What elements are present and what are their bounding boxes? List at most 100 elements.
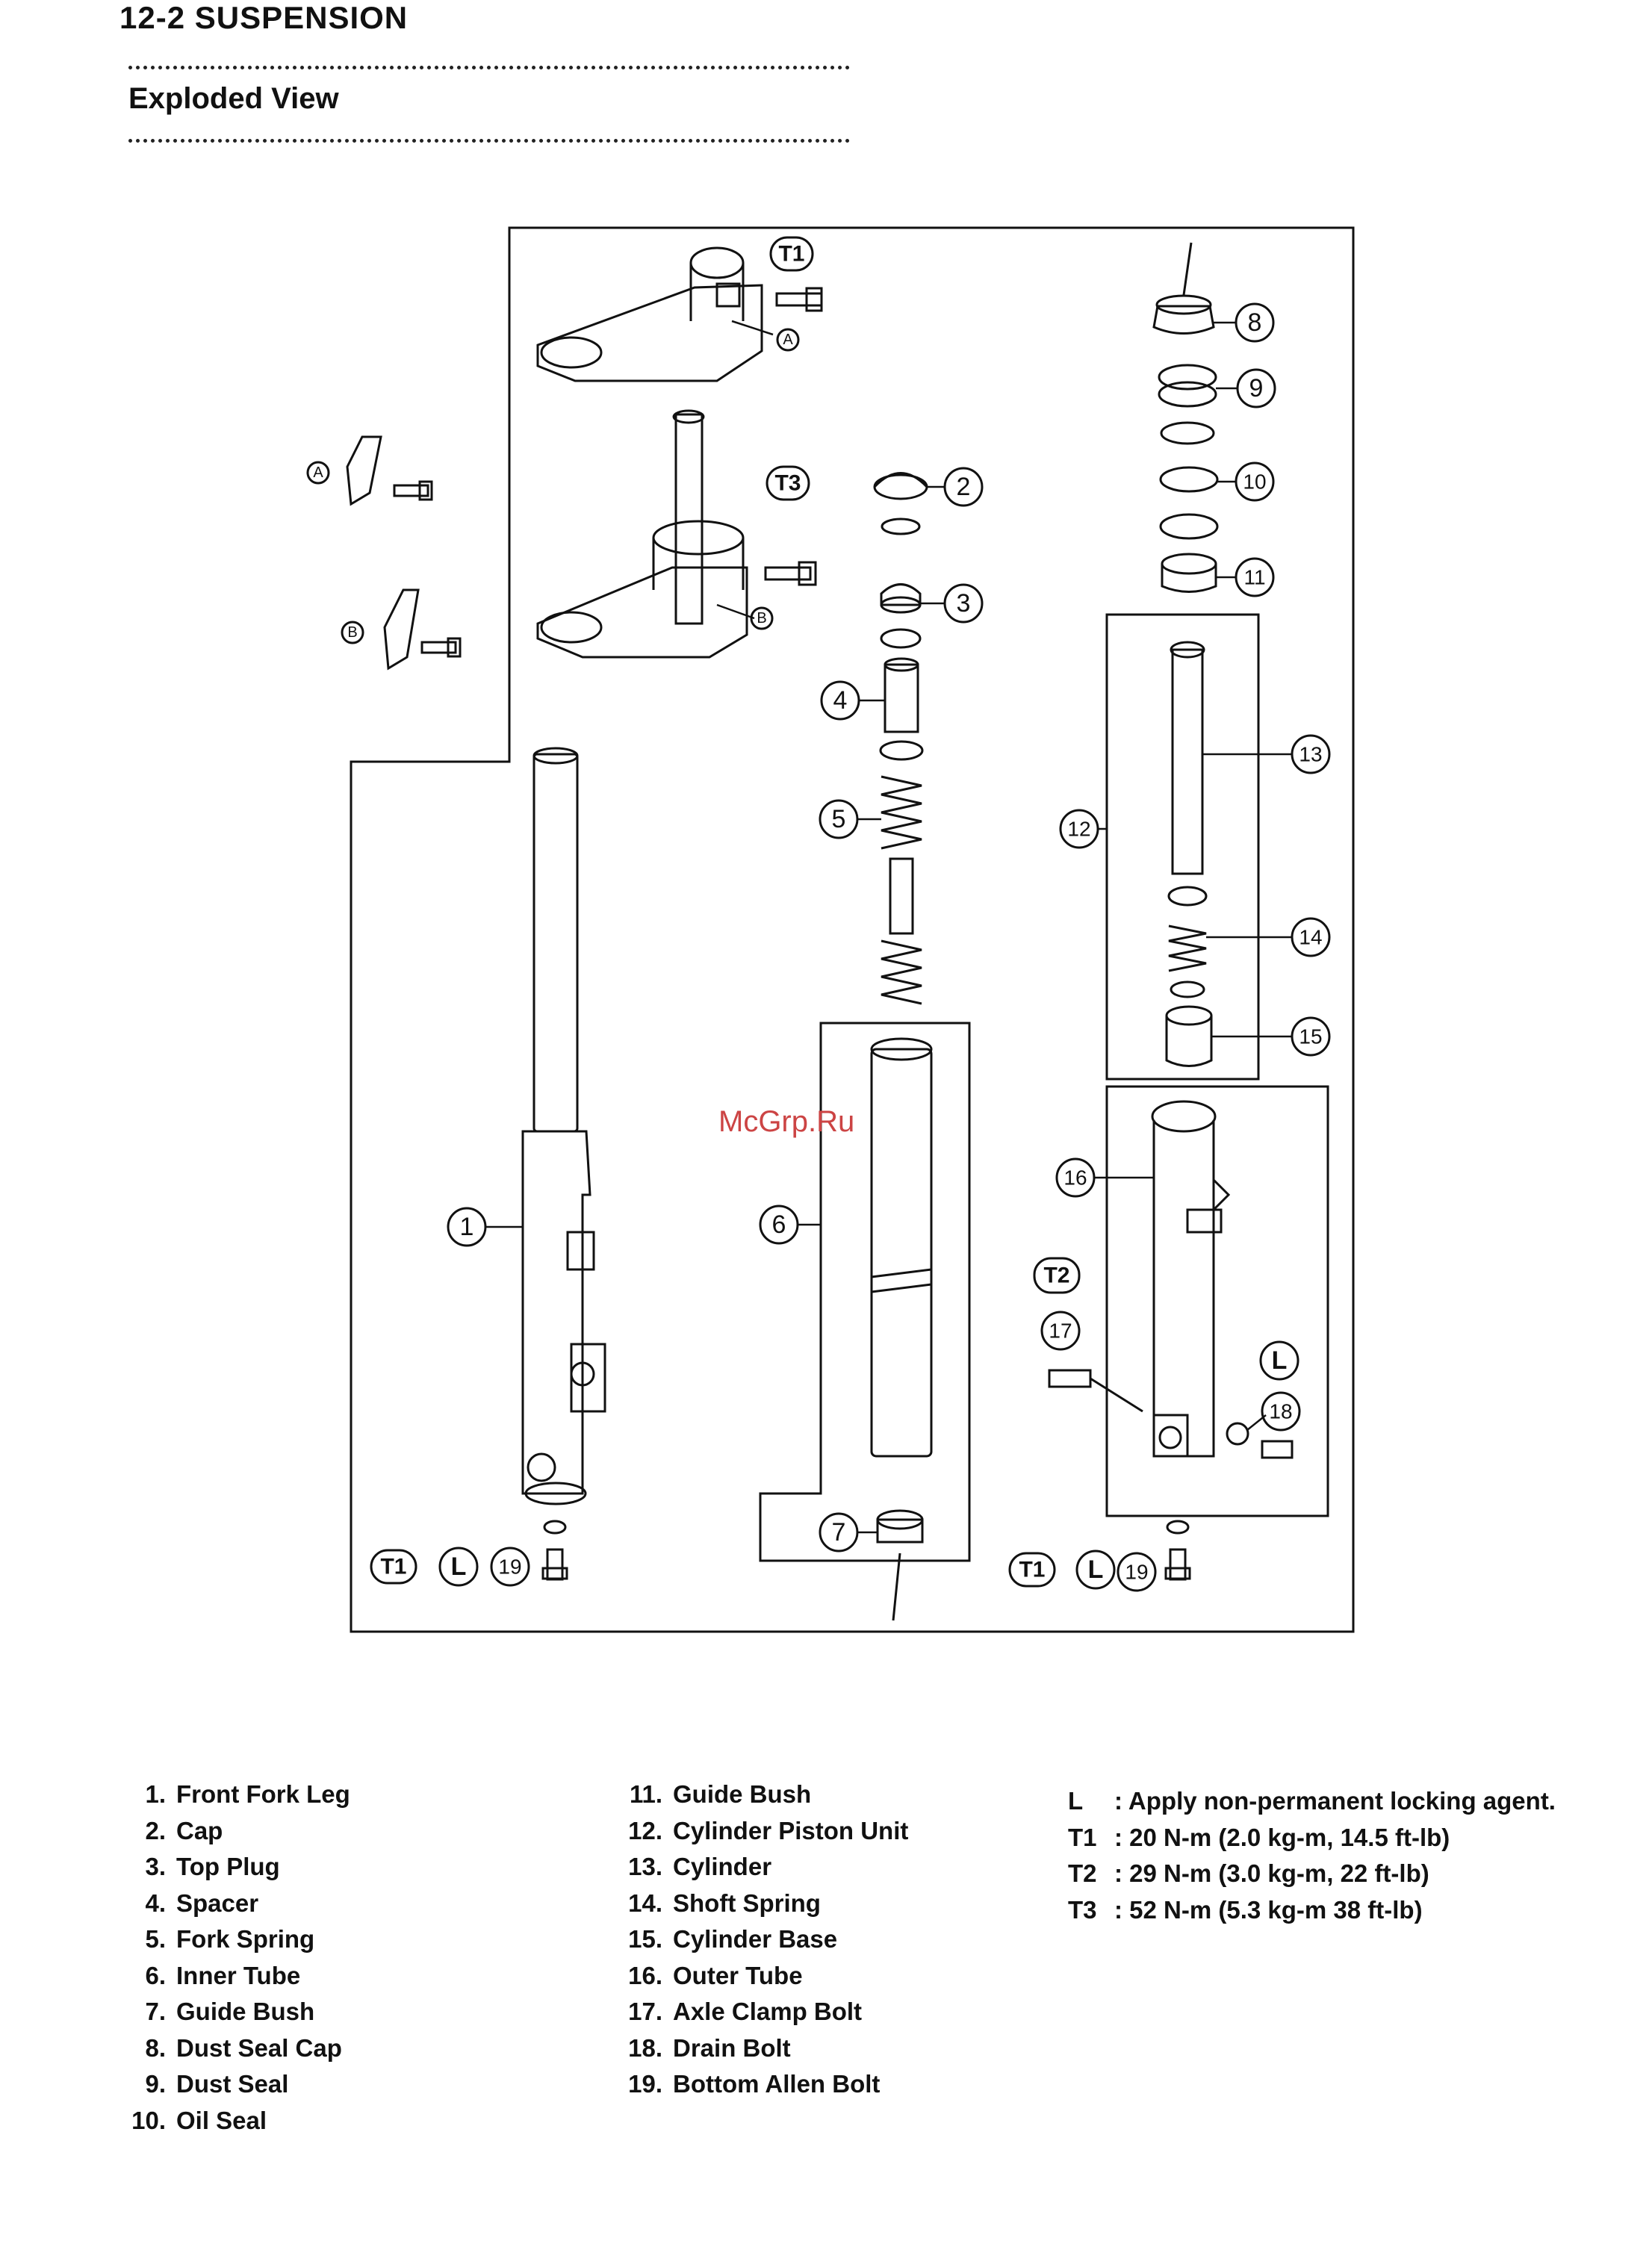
legend-item: 13.Cylinder: [628, 1853, 772, 1880]
label-7: 7: [832, 1518, 846, 1547]
torque-notes: L: Apply non-permanent locking agent. T1…: [1068, 1783, 1556, 1928]
label-4: 4: [833, 686, 848, 715]
group-box-12: [1105, 613, 1260, 1081]
callout-13: [1291, 734, 1331, 774]
legend-item: 2.Cap: [145, 1816, 223, 1844]
section-title: Exploded View: [128, 82, 339, 115]
note-item: T1: 20 N-m (2.0 kg-m, 14.5 ft-lb): [1068, 1823, 1450, 1851]
legend-item: 18.Drain Bolt: [628, 2033, 791, 2062]
callout-l-right: [1075, 1550, 1116, 1590]
label-t2-mid: T2: [1043, 1264, 1069, 1288]
note-item: L: Apply non-permanent locking agent.: [1068, 1787, 1556, 1815]
callout-circles: [306, 302, 1331, 1592]
label-l-left: L: [451, 1552, 467, 1581]
callout-2: [943, 467, 984, 507]
legend-item: 16.Outer Tube: [628, 1961, 803, 1989]
label-t1-left: T1: [380, 1555, 406, 1579]
label-11: 11: [1243, 566, 1265, 589]
legend-item: 11.Guide Bush: [629, 1780, 812, 1808]
lower-triple-clamp: [536, 409, 748, 659]
label-t1-top: T1: [778, 242, 804, 267]
label-14: 14: [1299, 926, 1322, 949]
parts-legend-col-2: 11.Guide Bush 12.Cylinder Piston Unit 13…: [616, 1777, 908, 2103]
label-b-bracket: B: [347, 624, 357, 641]
label-l-right: L: [1088, 1555, 1104, 1584]
bracket-b: [383, 588, 462, 671]
callout-l-left: [438, 1547, 479, 1587]
callout-14: [1291, 917, 1331, 957]
legend-item: 17.Axle Clamp Bolt: [628, 1998, 863, 2025]
label-6: 6: [772, 1210, 786, 1239]
label-18: 18: [1269, 1400, 1292, 1423]
label-5: 5: [832, 805, 846, 833]
spacer-part: [884, 657, 919, 733]
legend-item: 10.Oil Seal: [131, 2106, 267, 2134]
dust-seal-part: [1158, 364, 1217, 408]
callout-t1-top: [769, 236, 814, 272]
callout-t2-mid: [1033, 1257, 1081, 1294]
leader-lines: [485, 320, 1292, 1534]
label-13: 13: [1299, 743, 1322, 766]
callout-10: [1235, 461, 1275, 502]
callout-17: [1040, 1311, 1081, 1351]
stem-bolt-t3: [764, 561, 817, 586]
label-16: 16: [1063, 1166, 1087, 1190]
callout-labels: 1 2 3 4 5 6 7 8 9 10 11 12 13 14 15 16 1…: [313, 242, 1322, 1585]
label-t3-top: T3: [774, 471, 801, 496]
label-a-bracket: A: [313, 464, 323, 481]
callout-a-bracket: [306, 461, 330, 485]
callout-18: [1261, 1391, 1301, 1432]
clamp-bolt-t1: [775, 287, 823, 312]
callout-11: [1235, 557, 1275, 597]
callout-b-top: [750, 606, 774, 630]
upper-triple-clamp: [536, 246, 763, 382]
label-17: 17: [1049, 1320, 1072, 1343]
callout-l-mid: [1259, 1340, 1299, 1381]
legend-item: 5.Fork Spring: [145, 1925, 315, 1953]
label-3: 3: [957, 589, 971, 618]
group-box-6: [759, 1022, 971, 1562]
callout-t3-top: [766, 465, 810, 501]
note-item: T2: 29 N-m (3.0 kg-m, 22 ft-lb): [1068, 1859, 1429, 1887]
group-box-16: [1105, 1085, 1329, 1517]
legend-item: 4.Spacer: [145, 1889, 259, 1917]
torque-boxes: [370, 236, 1081, 1588]
callout-8: [1235, 302, 1275, 343]
label-b-top: B: [757, 610, 766, 627]
cylinder-part: [1170, 641, 1205, 875]
page-title: 12-2 SUSPENSION: [119, 0, 409, 35]
legend-item: 19.Bottom Allen Bolt: [628, 2070, 881, 2098]
label-2: 2: [957, 473, 971, 501]
divider-bottom: [128, 139, 850, 143]
label-15: 15: [1299, 1025, 1322, 1048]
label-9: 9: [1249, 374, 1264, 402]
legend-item: 7.Guide Bush: [145, 1998, 315, 2025]
legend-item: 3.Top Plug: [145, 1853, 280, 1880]
bottom-allen-bolt-left: [541, 1520, 568, 1581]
label-a-top: A: [783, 332, 793, 348]
shoft-spring-part: [1167, 886, 1208, 998]
cap-part: [873, 472, 928, 535]
retaining-clip-part: [1160, 421, 1215, 445]
callout-16: [1055, 1157, 1096, 1198]
bottom-allen-bolt-right: [1164, 1520, 1191, 1581]
note-item: T3: 52 N-m (5.3 kg-m 38 ft-lb): [1068, 1895, 1423, 1924]
legend-item: 1.Front Fork Leg: [145, 1780, 350, 1808]
front-fork-leg: [521, 747, 606, 1505]
guide-bush-11-part: [1161, 553, 1217, 593]
top-plug-part: [880, 583, 922, 649]
callout-19-right: [1117, 1552, 1157, 1592]
legend-item: 9.Dust Seal: [145, 2070, 289, 2098]
cylinder-base-part: [1165, 1005, 1213, 1067]
label-19-right: 19: [1125, 1561, 1148, 1584]
parts-legend-col-1: 1.Front Fork Leg 2.Cap 3.Top Plug 4.Spac…: [119, 1777, 350, 2139]
legend-item: 6.Inner Tube: [145, 1961, 301, 1989]
callout-3: [943, 583, 984, 624]
divider-top: [128, 66, 850, 69]
callout-t1-right: [1008, 1552, 1056, 1588]
guide-bush-7-part: [876, 1509, 924, 1621]
bracket-a: [346, 435, 433, 506]
oil-seal-part: [1159, 466, 1219, 540]
outer-tube-part: [1151, 1100, 1231, 1458]
